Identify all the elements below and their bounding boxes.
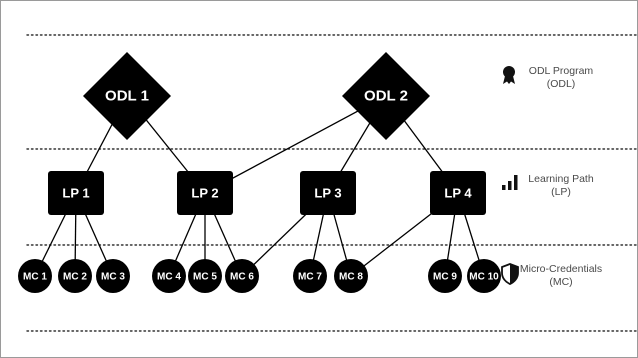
legend-path: Learning Path (LP) xyxy=(501,173,621,199)
shield-icon xyxy=(501,263,519,285)
edge-odl2-lp2 xyxy=(204,95,387,194)
legend-credential-abbrev: (MC) xyxy=(549,276,573,288)
legend-program-abbrev: (ODL) xyxy=(546,78,576,90)
lp1-label: LP 1 xyxy=(62,186,89,201)
mc1-label: MC 1 xyxy=(23,272,47,283)
credential-node-mc1: MC 1 xyxy=(18,259,52,293)
credential-node-mc8: MC 8 xyxy=(334,259,368,293)
legend-credential: Micro-Credentials (MC) xyxy=(501,263,621,289)
credential-node-mc6: MC 6 xyxy=(225,259,259,293)
credential-node-mc10: MC 10 xyxy=(467,259,501,293)
odl1-label: ODL 1 xyxy=(105,88,149,105)
legend-path-abbrev: (LP) xyxy=(551,186,571,198)
lp2-label: LP 2 xyxy=(191,186,218,201)
legend-program: ODL Program (ODL) xyxy=(501,65,621,91)
legend-credential-title: Micro-Credentials xyxy=(519,263,603,275)
mc5-label: MC 5 xyxy=(193,272,217,283)
path-node-lp4: LP 4 xyxy=(430,171,486,215)
path-node-lp3: LP 3 xyxy=(300,171,356,215)
mc7-label: MC 7 xyxy=(298,272,322,283)
mc10-label: MC 10 xyxy=(469,272,499,283)
credential-node-mc5: MC 5 xyxy=(188,259,222,293)
program-node-odl1: ODL 1 xyxy=(83,52,171,140)
mc4-label: MC 4 xyxy=(157,272,181,283)
path-node-lp1: LP 1 xyxy=(48,171,104,215)
credential-node-mc7: MC 7 xyxy=(293,259,327,293)
legend-program-title: ODL Program xyxy=(528,65,594,77)
legend-path-title: Learning Path xyxy=(528,173,594,185)
mc8-label: MC 8 xyxy=(339,272,363,283)
lp4-label: LP 4 xyxy=(444,186,472,201)
bar-chart-icon xyxy=(502,175,518,190)
credential-node-mc2: MC 2 xyxy=(58,259,92,293)
lp3-label: LP 3 xyxy=(314,186,341,201)
mc2-label: MC 2 xyxy=(63,272,87,283)
badge-icon xyxy=(503,66,515,84)
credential-node-mc9: MC 9 xyxy=(428,259,462,293)
mc3-label: MC 3 xyxy=(101,272,125,283)
credential-node-mc4: MC 4 xyxy=(152,259,186,293)
path-node-lp2: LP 2 xyxy=(177,171,233,215)
program-node-odl2: ODL 2 xyxy=(342,52,430,140)
nodes: ODL 1 ODL 2 LP 1 LP 2 LP 3 LP 4 MC 1 MC 2 MC 3 MC… xyxy=(18,52,501,293)
mc6-label: MC 6 xyxy=(230,272,254,283)
mc9-label: MC 9 xyxy=(433,272,457,283)
credential-node-mc3: MC 3 xyxy=(96,259,130,293)
odl2-label: ODL 2 xyxy=(364,88,408,105)
dividers xyxy=(26,34,637,332)
